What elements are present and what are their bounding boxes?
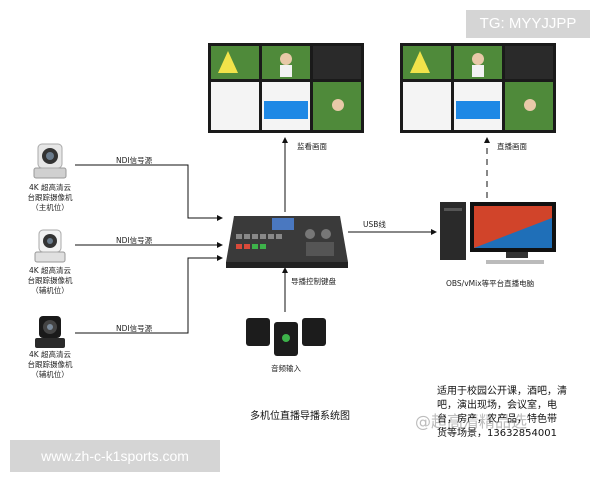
camera2-label: 4K 超高清云 台跟踪摄像机 （辅机位） [20, 266, 80, 296]
wireless-microphone-set [246, 318, 326, 356]
camera1-label-line2: 台跟踪摄像机 [27, 193, 73, 202]
diagram-title: 多机位直播导播系统图 [250, 411, 350, 422]
camera1-label-line1: 4K 超高清云 [28, 183, 72, 192]
live-label: 直播画面 [497, 142, 527, 151]
streaming-pc [440, 202, 556, 264]
camera1-label: 4K 超高清云 台跟踪摄像机 （主机位） [20, 183, 80, 213]
camera2-label-line3: （辅机位） [31, 286, 69, 295]
description-line1: 适用于校园公开课，酒吧，清 [437, 386, 567, 397]
ptz-camera-3 [35, 316, 65, 348]
ptz-camera-2 [34, 229, 66, 263]
camera3-signal-label: NDI信号源 [116, 324, 153, 333]
pc-label: OBS/vMix等平台直播电脑 [446, 279, 535, 288]
camera3-label-line1: 4K 超高清云 [28, 350, 72, 359]
footer-url-banner: www.zh-c-k1sports.com [10, 440, 220, 472]
watermark-text: @超高清精品选 [415, 412, 528, 431]
monitor-display [208, 43, 364, 133]
camera3-line [75, 255, 223, 334]
tg-badge: TG: MYYJJPP [466, 10, 590, 38]
switcher-label: 导播控制键盘 [291, 277, 336, 286]
description-block: 适用于校园公开课，酒吧，清 吧，演出现场，会议室，电 台，房产，农产品，特色带 … [437, 385, 587, 441]
camera2-label-line2: 台跟踪摄像机 [27, 276, 73, 285]
camera3-label-line2: 台跟踪摄像机 [27, 360, 73, 369]
usb-label: USB线 [363, 220, 386, 229]
audio-label: 音频输入 [271, 364, 301, 373]
camera3-label-line3: （辅机位） [31, 370, 69, 379]
description-line4: 货等场景，13632854001 [437, 428, 557, 439]
camera1-signal-label: NDI信号源 [116, 156, 153, 165]
description-line2: 吧，演出现场，会议室，电 [437, 400, 557, 411]
monitor-label: 监看画面 [297, 142, 327, 151]
camera3-label: 4K 超高清云 台跟踪摄像机 （辅机位） [20, 350, 80, 380]
switcher-keyboard [226, 216, 348, 268]
camera1-label-line3: （主机位） [31, 203, 69, 212]
ptz-camera-1 [33, 143, 67, 179]
camera1-line [75, 164, 223, 221]
live-display [400, 43, 556, 133]
description-line3: 台，房产，农产品，特色带 [437, 414, 557, 425]
camera2-signal-label: NDI信号源 [116, 236, 153, 245]
camera2-label-line1: 4K 超高清云 [28, 266, 72, 275]
